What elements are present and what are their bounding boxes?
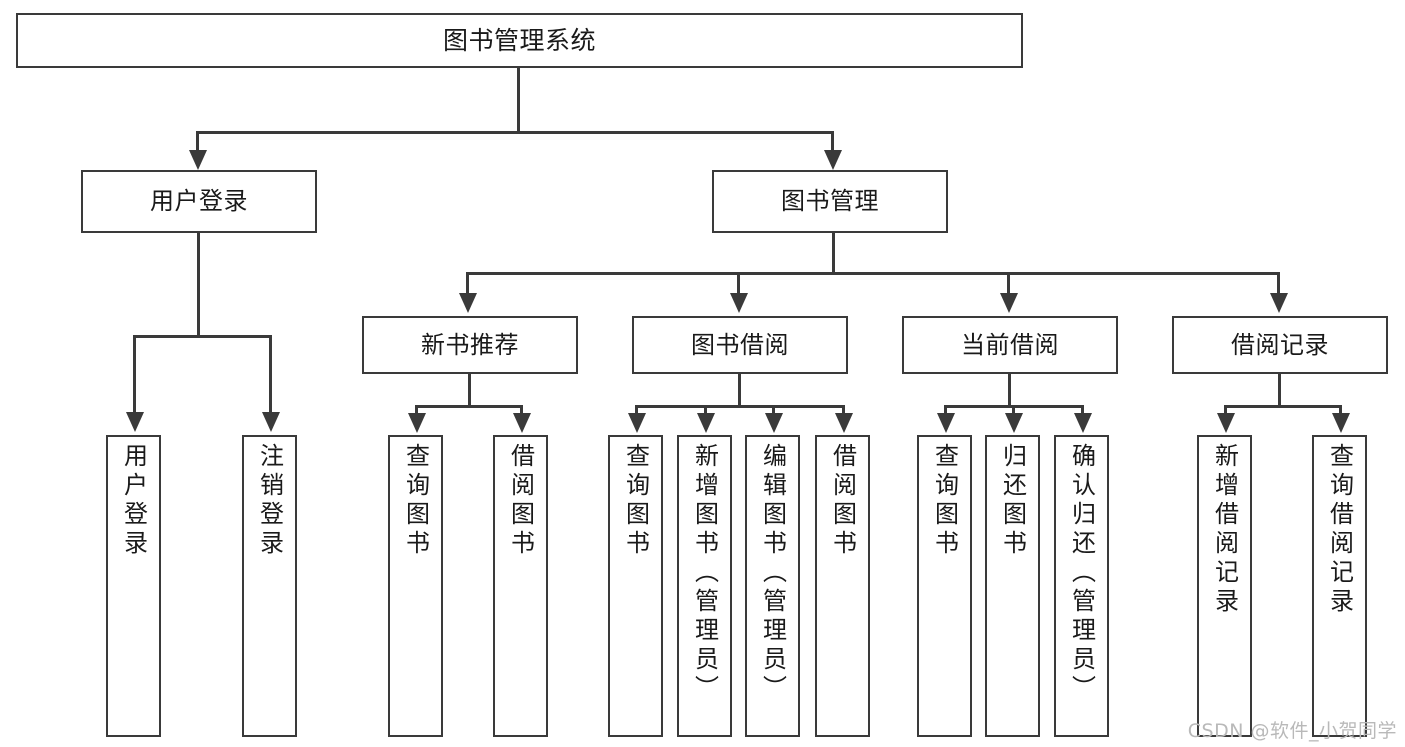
connector-borrow-records-to-leaf-2 [1339, 405, 1342, 415]
connector-current-borrow-to-leaf-2 [1012, 405, 1015, 415]
arrow-borrow-records-to-leaf-2 [1332, 413, 1350, 433]
connector-borrow-records-stem [1278, 373, 1281, 405]
csdn-watermark: CSDN @软件_小贺同学 [1187, 720, 1397, 742]
node-leaf-add-book-admin[interactable]: 新增图书（管理员） [677, 435, 732, 737]
node-book-borrow[interactable]: 图书借阅 [632, 316, 848, 374]
node-leaf-return-book[interactable]: 归还图书 [985, 435, 1040, 737]
connector-current-borrow-to-leaf-1 [944, 405, 947, 415]
node-leaf-query-borrow-record[interactable]: 查询借阅记录 [1312, 435, 1367, 737]
connector-new-book-to-leaf-2 [520, 405, 523, 415]
arrow-user-login-to-leaf-2 [262, 412, 280, 432]
arrow-current-borrow-to-leaf-2 [1005, 413, 1023, 433]
node-leaf-edit-book-admin[interactable]: 编辑图书（管理员） [745, 435, 800, 737]
node-book-management[interactable]: 图书管理 [712, 170, 948, 233]
node-current-borrow[interactable]: 当前借阅 [902, 316, 1118, 374]
node-leaf-return-book-label: 归还图书 [998, 443, 1027, 559]
connector-root-stem [517, 67, 520, 131]
node-leaf-query-book-current-label: 查询图书 [930, 443, 959, 559]
node-leaf-query-book-borrow[interactable]: 查询图书 [608, 435, 663, 737]
node-leaf-query-book-borrow-label: 查询图书 [621, 443, 650, 559]
connector-book-mgmt-to-current-borrow [1007, 272, 1010, 296]
node-leaf-borrow-book-recommend[interactable]: 借阅图书 [493, 435, 548, 737]
node-leaf-borrow-book[interactable]: 借阅图书 [815, 435, 870, 737]
connector-user-login-bus [133, 335, 272, 338]
node-leaf-confirm-return-admin[interactable]: 确认归还（管理员） [1054, 435, 1109, 737]
connector-new-book-stem [468, 373, 471, 405]
arrow-current-borrow-to-leaf-1 [937, 413, 955, 433]
arrow-book-borrow-to-leaf-2 [697, 413, 715, 433]
node-leaf-query-book-recommend[interactable]: 查询图书 [388, 435, 443, 737]
node-leaf-query-book-current[interactable]: 查询图书 [917, 435, 972, 737]
connector-new-book-to-leaf-1 [415, 405, 418, 415]
node-book-management-label: 图书管理 [781, 187, 879, 216]
node-leaf-borrow-book-recommend-label: 借阅图书 [506, 443, 535, 559]
node-leaf-edit-book-admin-label: 编辑图书（管理员） [758, 443, 787, 704]
arrow-book-mgmt-to-current-borrow [1000, 293, 1018, 313]
node-root-label: 图书管理系统 [442, 25, 596, 55]
connector-book-borrow-to-leaf-1 [635, 405, 638, 415]
arrow-book-borrow-to-leaf-3 [765, 413, 783, 433]
connector-user-login-to-leaf-2 [269, 335, 272, 414]
node-leaf-query-book-recommend-label: 查询图书 [401, 443, 430, 559]
node-borrow-records-label: 借阅记录 [1231, 330, 1329, 359]
arrow-current-borrow-to-leaf-3 [1074, 413, 1092, 433]
node-user-login-label: 用户登录 [150, 187, 248, 216]
node-leaf-add-borrow-record-label: 新增借阅记录 [1210, 443, 1239, 617]
connector-user-login-to-leaf-1 [133, 335, 136, 414]
connector-current-borrow-to-leaf-3 [1081, 405, 1084, 415]
connector-root-to-user-login [196, 131, 199, 153]
arrow-user-login-to-leaf-1 [126, 412, 144, 432]
arrow-book-mgmt-to-new-book [459, 293, 477, 313]
connector-borrow-records-to-leaf-1 [1224, 405, 1227, 415]
connector-current-borrow-stem [1008, 373, 1011, 405]
connector-book-mgmt-stem [832, 232, 835, 272]
connector-book-borrow-bus [635, 405, 845, 408]
node-leaf-borrow-book-label: 借阅图书 [828, 443, 857, 559]
node-leaf-logout[interactable]: 注销登录 [242, 435, 297, 737]
node-borrow-records[interactable]: 借阅记录 [1172, 316, 1388, 374]
connector-book-mgmt-to-new-book [466, 272, 469, 296]
node-current-borrow-label: 当前借阅 [961, 330, 1059, 359]
connector-book-mgmt-bus [466, 272, 1280, 275]
arrow-book-borrow-to-leaf-1 [628, 413, 646, 433]
connector-book-mgmt-to-book-borrow [737, 272, 740, 296]
node-leaf-add-borrow-record[interactable]: 新增借阅记录 [1197, 435, 1252, 737]
node-leaf-query-borrow-record-label: 查询借阅记录 [1325, 443, 1354, 617]
arrow-borrow-records-to-leaf-1 [1217, 413, 1235, 433]
arrow-new-book-to-leaf-1 [408, 413, 426, 433]
arrow-book-mgmt-to-borrow-records [1270, 293, 1288, 313]
node-new-book-recommend[interactable]: 新书推荐 [362, 316, 578, 374]
node-leaf-user-login-label: 用户登录 [119, 443, 148, 559]
node-new-book-recommend-label: 新书推荐 [421, 330, 519, 359]
node-leaf-user-login[interactable]: 用户登录 [106, 435, 161, 737]
arrow-root-to-book-mgmt [824, 150, 842, 170]
connector-book-borrow-to-leaf-2 [704, 405, 707, 415]
arrow-root-to-user-login [189, 150, 207, 170]
node-root-book-management-system[interactable]: 图书管理系统 [16, 13, 1023, 68]
arrow-new-book-to-leaf-2 [513, 413, 531, 433]
node-book-borrow-label: 图书借阅 [691, 330, 789, 359]
connector-new-book-bus [415, 405, 523, 408]
node-user-login[interactable]: 用户登录 [81, 170, 317, 233]
arrow-book-mgmt-to-book-borrow [730, 293, 748, 313]
connector-book-borrow-stem [738, 373, 741, 405]
connector-book-mgmt-to-borrow-records [1277, 272, 1280, 296]
node-leaf-logout-label: 注销登录 [255, 443, 284, 559]
connector-borrow-records-bus [1224, 405, 1342, 408]
connector-book-borrow-to-leaf-3 [772, 405, 775, 415]
node-leaf-confirm-return-admin-label: 确认归还（管理员） [1067, 443, 1096, 704]
connector-root-bus [196, 131, 833, 134]
connector-book-borrow-to-leaf-4 [842, 405, 845, 415]
arrow-book-borrow-to-leaf-4 [835, 413, 853, 433]
node-leaf-add-book-admin-label: 新增图书（管理员） [690, 443, 719, 704]
connector-root-to-book-mgmt [831, 131, 834, 153]
connector-user-login-stem [197, 232, 200, 335]
